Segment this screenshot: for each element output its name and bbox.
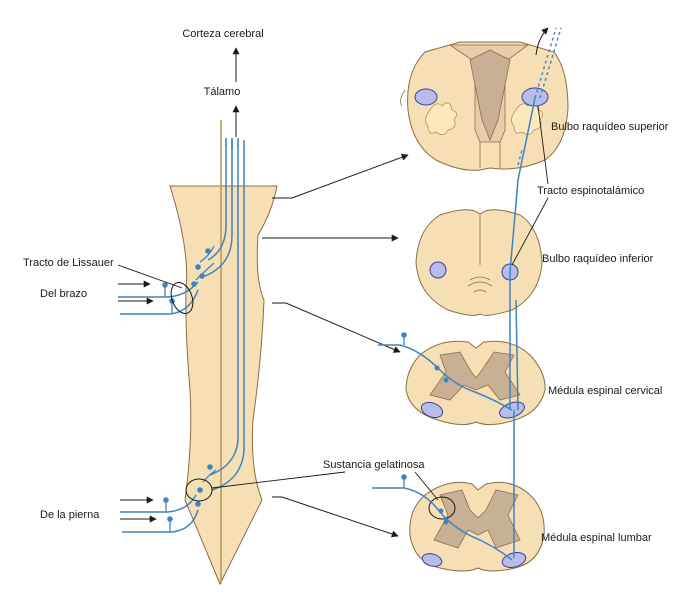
gelatinosa-circle-left [185,478,213,502]
arm-label: Del brazo [40,288,87,300]
lissauer-circle [170,282,194,314]
section-neurons [401,332,449,525]
tract-left-upper [414,88,438,106]
spinal-cord-longitudinal [169,185,278,586]
lissauer-label: Tracto de Lissauer [23,257,114,269]
section-cervical [405,340,546,426]
leg-afferents [120,494,199,533]
spinothalamic-label: Tracto espinotalámico [537,185,644,197]
leg-label: De la pierna [40,509,100,521]
tract-left-lower [429,261,447,279]
section-lower-medulla [415,209,543,316]
ascending-arrow [535,27,549,56]
section-arrows [262,153,409,538]
cervical-label: Médula espinal cervical [548,385,662,397]
medulla-lower-label: Bulbo raquídeo inferior [542,253,654,265]
gelatinosa-label: Sustancia gelatinosa [323,459,425,471]
medulla-upper-label: Bulbo raquídeo superior [551,121,669,133]
fiber-continuation [225,138,239,150]
section-lumbar [409,481,545,572]
thalamus-label: Tálamo [204,86,241,98]
cortex-label: Corteza cerebral [182,28,263,40]
section-fibers [372,97,536,561]
lumbar-label: Médula espinal lumbar [541,532,652,544]
section-upper-medulla [400,41,569,171]
gelatinosa-circle-right [428,496,456,520]
